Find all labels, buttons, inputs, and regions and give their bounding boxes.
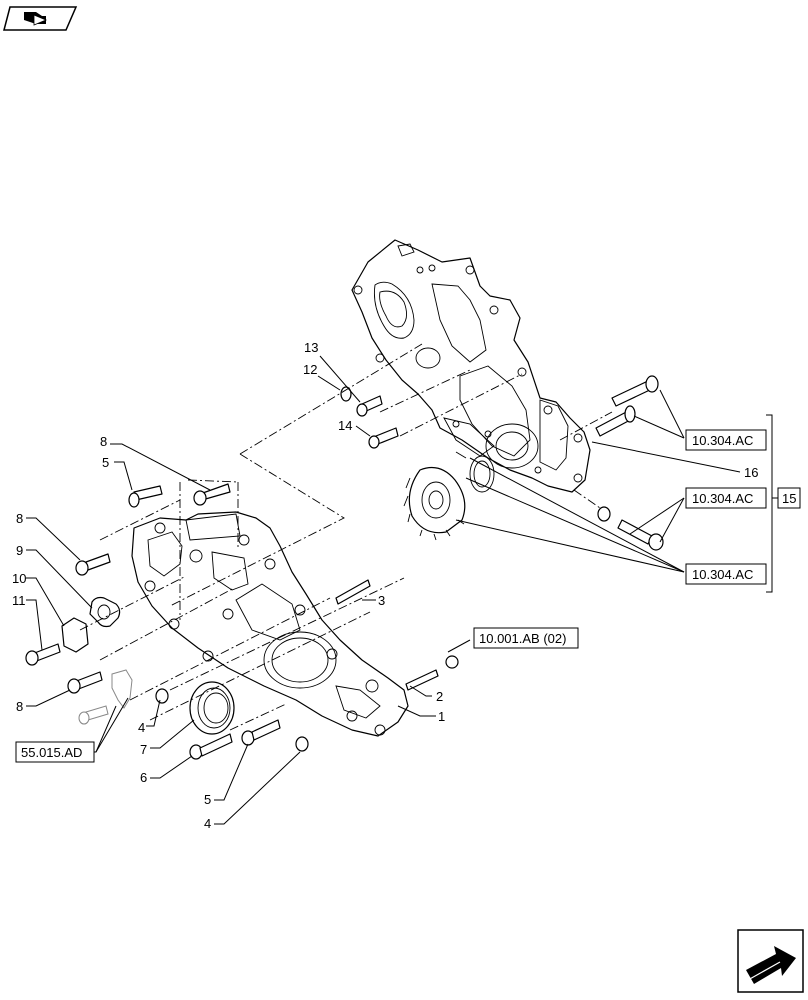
ref-10001ab-label: 10.001.AB (02)	[479, 631, 566, 646]
cover-plate-10	[61, 617, 89, 653]
ref-box-10304ac-bottom[interactable]: 10.304.AC	[685, 563, 767, 585]
callout-5-bottom: 5	[204, 792, 211, 807]
ref-55015ad-label: 55.015.AD	[21, 745, 82, 760]
navigation-book-icon[interactable]	[3, 6, 78, 31]
callout-4-left: 4	[138, 720, 145, 735]
callout-5-top: 5	[102, 455, 109, 470]
gasket-9	[89, 596, 121, 628]
oil-pump-gear	[403, 451, 495, 541]
leader-lines	[20, 355, 778, 825]
callout-8-top: 8	[100, 434, 107, 449]
ref-box-10304ac-mid[interactable]: 10.304.AC	[685, 487, 767, 509]
alignment-lines	[79, 343, 613, 731]
ref-box-55015ad[interactable]: 55.015.AD	[15, 741, 95, 763]
callout-3: 3	[378, 593, 385, 608]
callout-11: 11	[12, 593, 26, 608]
callout-4-bottom: 4	[204, 816, 211, 831]
callout-14: 14	[338, 418, 352, 433]
ref-10304ac-mid-label: 10.304.AC	[692, 491, 753, 506]
callout-8-bottom: 8	[16, 699, 23, 714]
ref-box-10001ab[interactable]: 10.001.AB (02)	[473, 627, 579, 649]
ref-box-10304ac-top[interactable]: 10.304.AC	[685, 429, 767, 451]
ref-10304ac-bottom-label: 10.304.AC	[692, 567, 753, 582]
callout-6: 6	[140, 770, 147, 785]
ref-box-15[interactable]: 15	[777, 487, 801, 509]
ref-10304ac-top-label: 10.304.AC	[692, 433, 753, 448]
callout-10: 10	[12, 571, 26, 586]
callout-13: 13	[304, 340, 318, 355]
callout-2: 2	[436, 689, 443, 704]
callout-9: 9	[16, 543, 23, 558]
gear-housing-16	[351, 239, 591, 493]
next-page-arrow-icon[interactable]	[737, 929, 804, 993]
callout-16: 16	[744, 465, 758, 480]
callout-12: 12	[303, 362, 317, 377]
front-cover-1	[131, 511, 409, 737]
callout-1: 1	[438, 709, 445, 724]
housing-bolts	[595, 375, 664, 551]
bracket-55015ad	[78, 669, 133, 725]
callout-15: 15	[782, 491, 796, 506]
callout-7: 7	[140, 742, 147, 757]
front-cover-fasteners	[25, 386, 459, 760]
callout-8-mid: 8	[16, 511, 23, 526]
